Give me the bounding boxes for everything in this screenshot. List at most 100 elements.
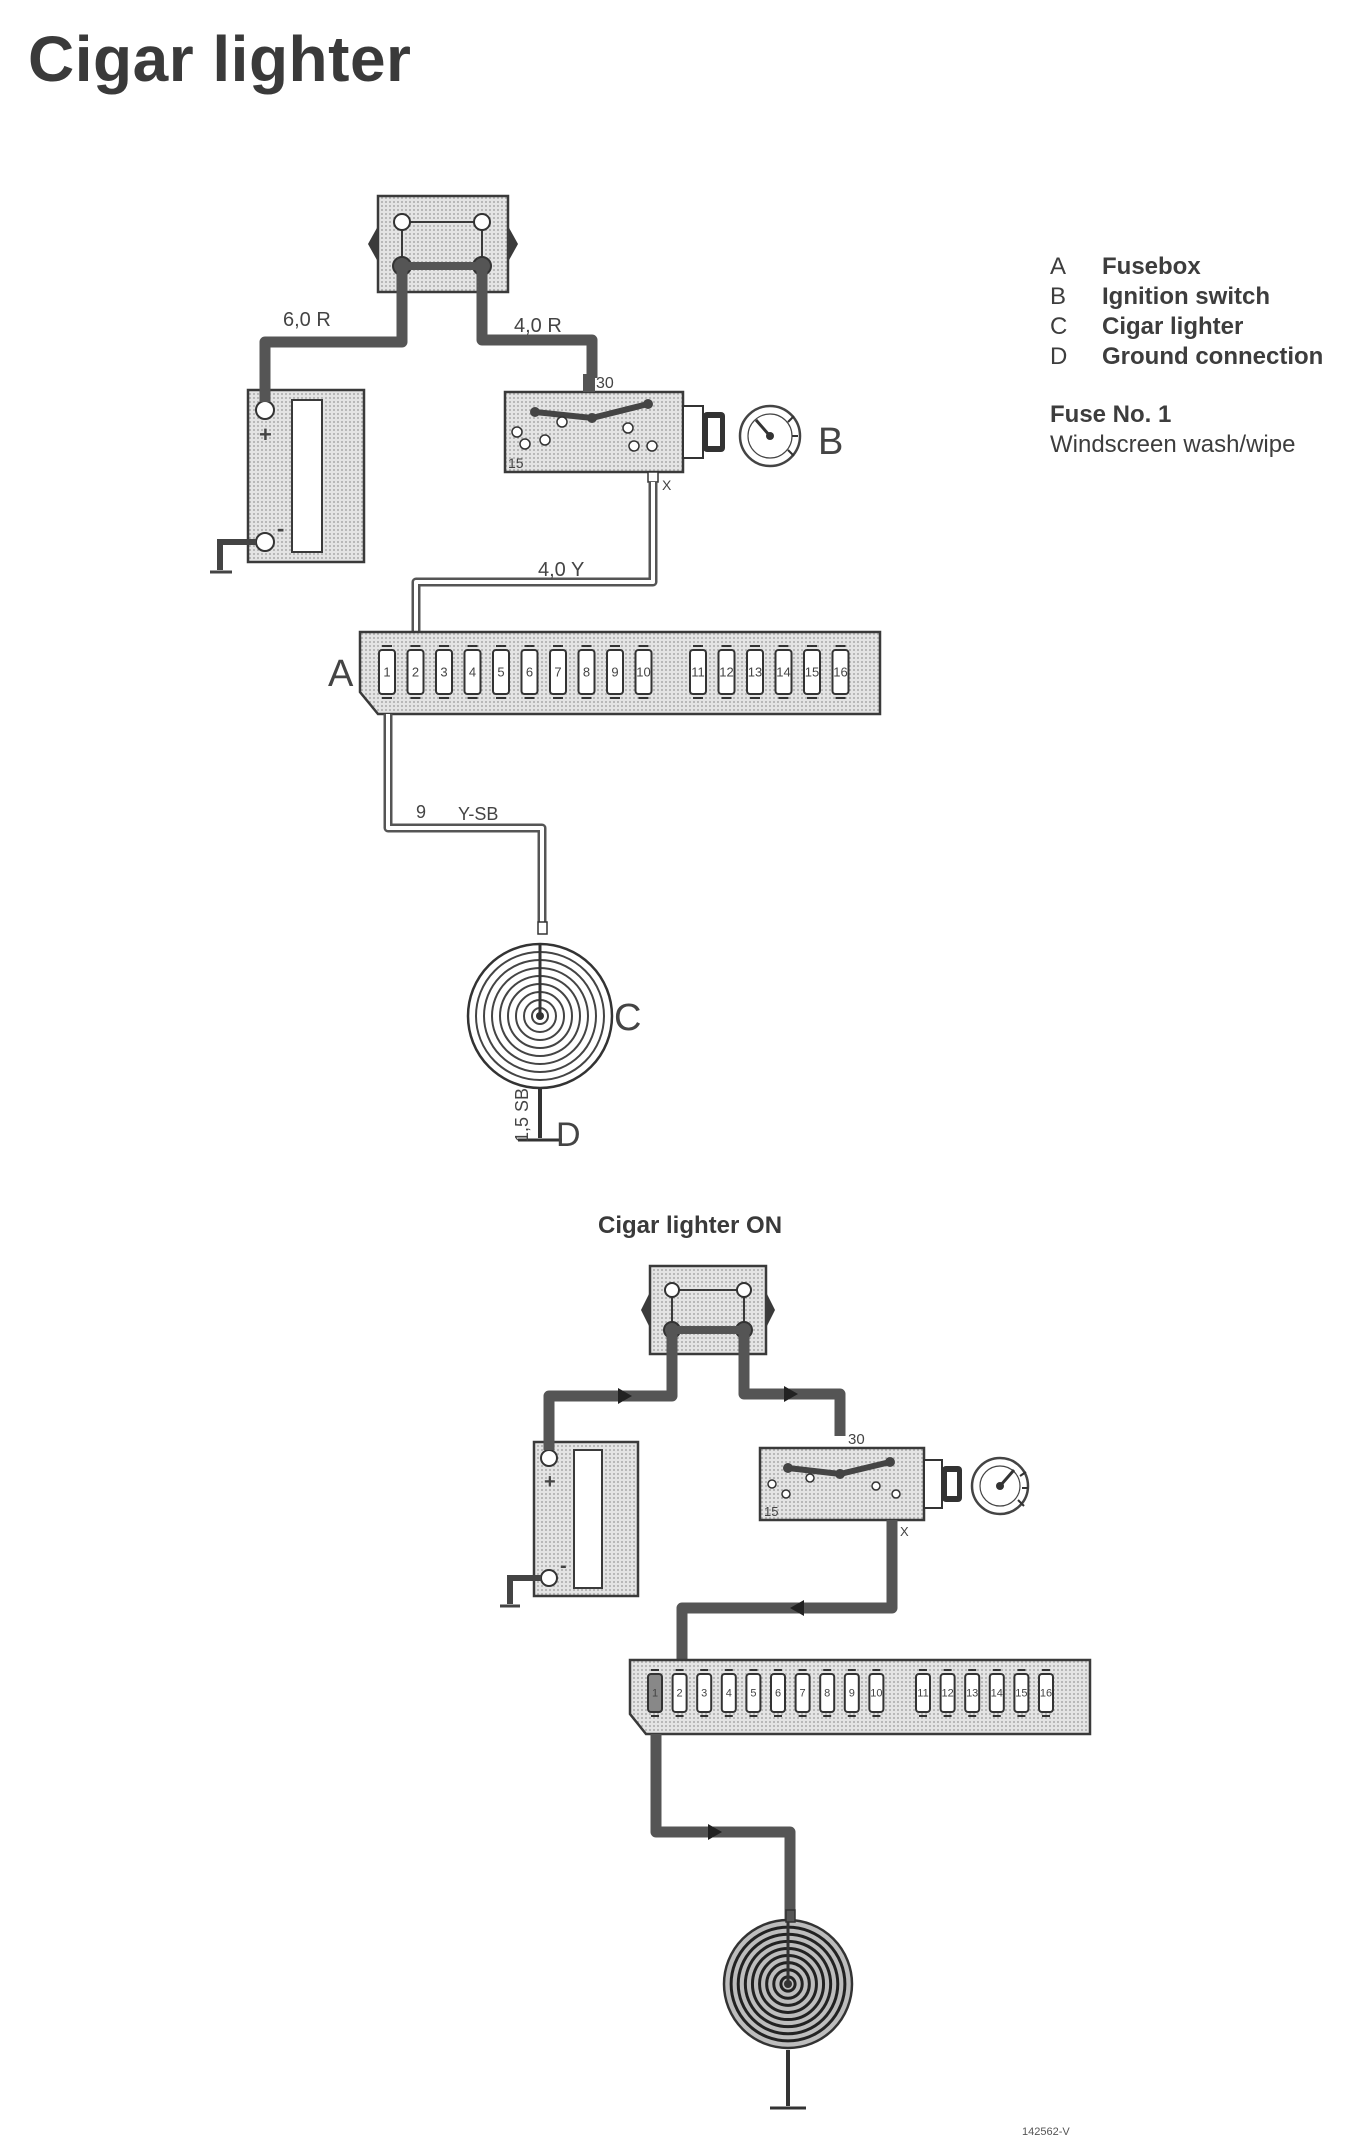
fuse-11: 11	[915, 1669, 931, 1717]
legend-letter: A	[1050, 253, 1067, 280]
fuse-number-label: 15	[1015, 1688, 1027, 1700]
wire-label-switch-feed: 4,0 R	[514, 315, 562, 337]
fuse-number-label: 3	[701, 1688, 707, 1700]
fuse-8: 8	[577, 645, 596, 699]
fuse-number-label: 6	[526, 664, 533, 679]
wire-fuse-to-lighter	[383, 714, 547, 934]
fuse-number-label: 14	[991, 1688, 1003, 1700]
fuse-6: 6	[520, 645, 539, 699]
fuse-1: 1	[378, 645, 396, 699]
legend-item-b: B Ignition switch	[1050, 282, 1323, 312]
fuse-14: 14	[988, 1669, 1005, 1717]
fuse-number-label: 12	[719, 664, 733, 679]
wire-switch-to-fuse	[411, 482, 658, 636]
fuse-number-label: 1	[652, 1688, 658, 1700]
fuse-8: 8	[819, 1669, 836, 1717]
wire-battery-to-box-on	[543, 1330, 678, 1450]
legend-letter: C	[1050, 313, 1068, 340]
fuse-4: 4	[720, 1669, 737, 1717]
label-a: A	[328, 653, 354, 695]
fuse-15: 15	[803, 645, 821, 699]
fuse-5: 5	[745, 1669, 762, 1717]
label-b: B	[818, 421, 843, 463]
fuse-number-label: 16	[833, 664, 847, 679]
fuse-10: 10	[868, 1669, 885, 1717]
fuse-2: 2	[671, 1669, 688, 1717]
terminal-x-label: X	[662, 477, 672, 493]
wire-switch-to-fuse-on	[676, 1520, 898, 1664]
label-d: D	[556, 1116, 581, 1154]
legend-text: Ground connection	[1102, 343, 1324, 370]
fuse-number-label: 3	[440, 664, 447, 679]
fuse-number-label: 4	[726, 1688, 732, 1700]
fuse-6: 6	[770, 1669, 786, 1717]
fuse-number-label: 5	[497, 664, 504, 679]
bottom-diagram: + - 30 15 X	[500, 1264, 1092, 2110]
fuse-15: 15	[1013, 1669, 1030, 1717]
fuse-number-label: 4	[469, 664, 476, 679]
fuse-3: 3	[435, 645, 453, 699]
fuse-number-label: 7	[554, 664, 561, 679]
wire-label-switch-to-fuse: 4,0 Y	[538, 559, 584, 581]
legend-text: Fusebox	[1102, 253, 1201, 280]
legend-text: Ignition switch	[1102, 283, 1270, 310]
fuse-description: Windscreen wash/wipe	[1050, 431, 1296, 458]
terminal-30-label: 30	[848, 1431, 865, 1448]
diagram-subtitle: Cigar lighter ON	[598, 1212, 783, 1239]
fuse-7: 7	[794, 1669, 811, 1717]
fuse-number-label: 16	[1040, 1688, 1052, 1700]
wire-box-to-switch	[476, 266, 598, 378]
fuse-9: 9	[843, 1669, 860, 1717]
battery-plus-sign: +	[544, 1471, 556, 1493]
cigar-lighter-element-heated	[722, 1918, 854, 2050]
wire-label-ground: 1,5 SB	[512, 1088, 532, 1142]
fuse-16: 16	[831, 645, 850, 699]
fuse-number-label: 11	[917, 1688, 928, 1700]
fuse-number-label: 9	[611, 664, 618, 679]
fuse-2: 2	[406, 645, 425, 699]
cigar-lighter-element	[466, 942, 614, 1090]
fuse-number-title: Fuse No. 1	[1050, 401, 1172, 428]
fuse-4: 4	[463, 645, 482, 699]
fuse-11: 11	[689, 645, 707, 699]
fuse-number-label: 15	[805, 664, 819, 679]
fuse-14: 14	[774, 645, 793, 699]
terminal-x-label: X	[900, 1524, 909, 1539]
fuse-9: 9	[606, 645, 624, 699]
wire-label-prefix: 9	[416, 802, 426, 822]
fuse-5: 5	[492, 645, 510, 699]
wire-label-fuse-to-lighter: Y-SB	[458, 804, 498, 824]
battery-minus-sign: -	[277, 516, 284, 541]
fuse-number-label: 13	[966, 1688, 978, 1700]
fuse-number-label: 8	[583, 664, 590, 679]
fuse-number-label: 2	[677, 1688, 683, 1700]
fuse-16: 16	[1038, 1669, 1054, 1717]
fuse-10: 10	[634, 645, 653, 699]
fuse-number-label: 6	[775, 1688, 781, 1700]
junction-block	[368, 194, 518, 294]
battery-minus-sign: -	[560, 1555, 567, 1577]
terminal-30-label: 30	[596, 375, 614, 392]
legend-item-d: D Ground connection	[1050, 342, 1323, 372]
terminal-15-label: 15	[764, 1504, 778, 1519]
fuse-3: 3	[696, 1669, 713, 1717]
fuse-number-label: 5	[750, 1688, 756, 1700]
reference-code: 142562-V	[1022, 2126, 1070, 2138]
legend-item-c: C Cigar lighter	[1050, 312, 1323, 342]
wire-label-battery: 6,0 R	[283, 309, 331, 331]
fuse-1: 1	[647, 1669, 663, 1717]
fuse-number-label: 13	[748, 664, 762, 679]
label-c: C	[614, 997, 641, 1039]
fuse-number-label: 11	[691, 664, 705, 679]
fuse-number-label: 14	[776, 664, 790, 679]
fuse-12: 12	[717, 645, 736, 699]
legend-text: Cigar lighter	[1102, 313, 1244, 340]
fuse-number-label: 10	[636, 664, 650, 679]
legend-item-a: A Fusebox	[1050, 252, 1323, 282]
fuse-7: 7	[549, 645, 567, 699]
ignition-switch: 30 15 X	[503, 374, 725, 493]
terminal-15-label: 15	[508, 455, 524, 471]
fuse-number-label: 9	[849, 1688, 855, 1700]
